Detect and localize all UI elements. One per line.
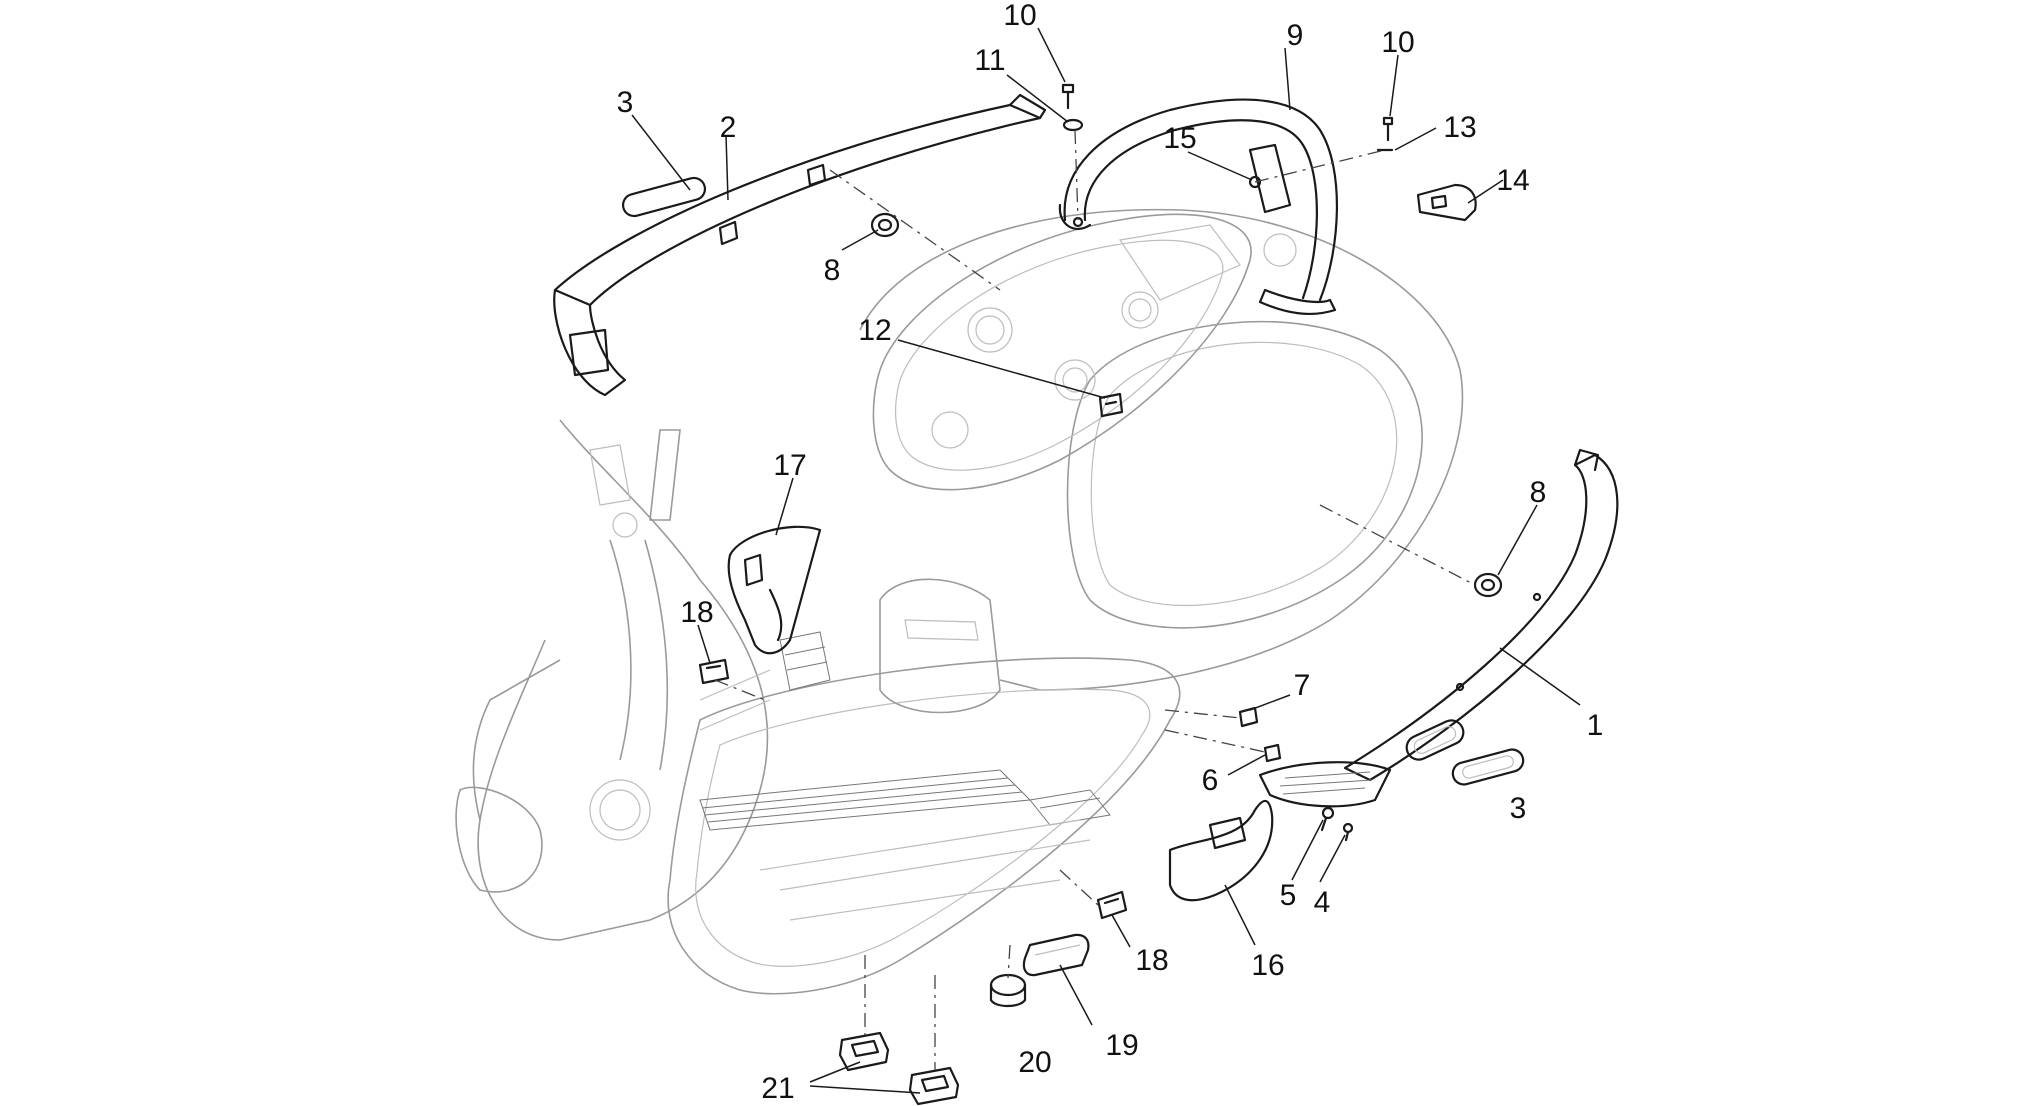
callout-20: 20 [1018,1046,1051,1079]
callout-13: 13 [1443,111,1476,144]
part-8-grommet-upper [870,212,900,238]
part-14-end-cap [1416,183,1477,222]
callout-18-lower: 18 [1135,944,1168,977]
part-6-nut [1263,743,1282,763]
callout-17: 17 [773,449,806,482]
part-9-grab-rail [1058,98,1338,316]
callout-11: 11 [974,44,1005,77]
part-18-clip-lower [1096,890,1128,920]
callout-4: 4 [1314,886,1331,919]
callout-labels: 10 11 9 10 13 3 2 15 14 8 12 17 8 18 7 1… [617,0,1604,1105]
callout-10-right: 10 [1381,26,1414,59]
floor-mat-hatch [699,631,1111,831]
callout-3-lower: 3 [1510,792,1527,825]
part-3-badge-lower-inner [1462,755,1514,779]
callout-10-upper: 10 [1003,0,1036,32]
part-19-rubber-block [1022,933,1090,977]
part-3-badge-lower [1451,748,1525,786]
part-21-foot-right [908,1066,960,1106]
callout-7: 7 [1294,669,1311,702]
callout-9: 9 [1287,19,1304,52]
part-4-screw [1342,822,1354,842]
part-8-grommet-lower [1473,572,1503,598]
callout-5: 5 [1280,879,1297,912]
callout-3-upper: 3 [617,86,634,119]
part-10-screw-right [1382,116,1394,142]
callout-6: 6 [1202,764,1219,797]
part-12-clip [1098,392,1124,418]
part-17-inner-cover [727,525,822,655]
part-20-round-foot [989,973,1027,1008]
part-15-nut [1248,175,1262,189]
callout-21: 21 [761,1072,794,1105]
assembly-lines [714,129,1476,1070]
callout-14: 14 [1496,164,1529,197]
leader-lines [631,27,1581,1094]
part-10-screw-upper [1061,83,1075,110]
callout-16: 16 [1251,949,1284,982]
part-1-side-trim-right [1343,448,1619,782]
callout-15: 15 [1163,122,1196,155]
callout-12: 12 [858,314,891,347]
callout-8-lower: 8 [1530,476,1547,509]
part-11-washer [1062,118,1084,132]
callout-18-upper: 18 [680,596,713,629]
part-21-foot-left [838,1031,890,1072]
rear-vent-grille [1258,761,1392,808]
part-16-lower-cover [1168,799,1274,902]
callout-8-upper: 8 [824,254,841,287]
scooter-body [455,208,1464,995]
part-2-side-trim-left [553,93,1047,397]
callout-19: 19 [1105,1029,1138,1062]
part-18-clip-upper [698,658,730,685]
callout-1: 1 [1587,709,1604,742]
part-5-screw [1320,806,1335,832]
callout-2: 2 [720,111,737,144]
part-7-clip [1238,706,1259,728]
part-3-badge-upper [621,176,707,218]
